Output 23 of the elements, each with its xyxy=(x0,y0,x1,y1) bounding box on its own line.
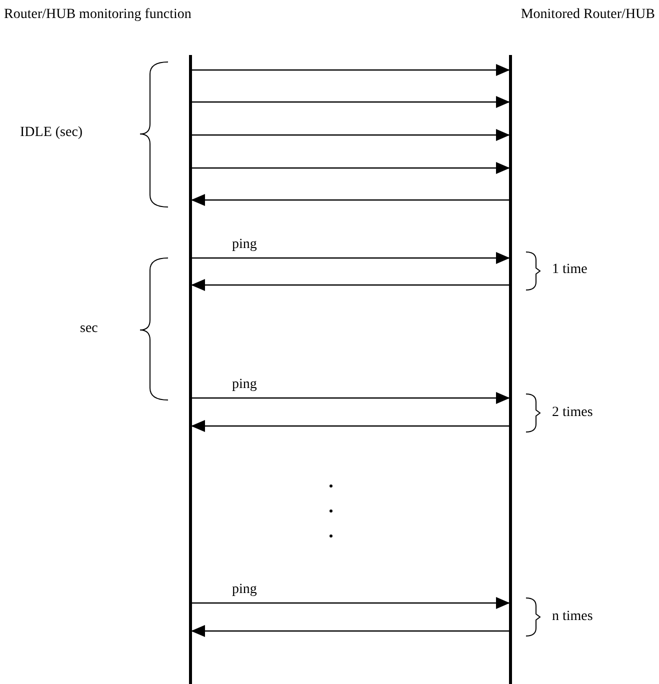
arrow xyxy=(192,252,510,264)
label-text: IDLE (sec) xyxy=(20,124,84,142)
arrow xyxy=(192,597,510,609)
label-text: n times xyxy=(552,608,594,626)
arrow xyxy=(191,625,509,637)
label-text: 1 time xyxy=(552,261,588,278)
arrow xyxy=(192,64,510,76)
edge-label: ping xyxy=(230,583,259,597)
arrow xyxy=(191,279,509,291)
edge-label: ping xyxy=(230,378,259,392)
label-text: Router/HUB monitoring function xyxy=(4,6,192,24)
arrow xyxy=(192,96,510,108)
label-text: Monitored Router/HUB xyxy=(520,6,655,24)
arrow xyxy=(191,420,509,432)
label-text: 2 times xyxy=(552,404,594,422)
arrow xyxy=(192,162,510,174)
arrow xyxy=(192,392,510,404)
label-text: sec xyxy=(80,320,99,338)
lifeline xyxy=(189,55,192,684)
arrow xyxy=(192,129,510,141)
lifeline xyxy=(509,55,512,684)
edge-label: ping xyxy=(230,238,259,252)
arrow xyxy=(191,194,509,206)
